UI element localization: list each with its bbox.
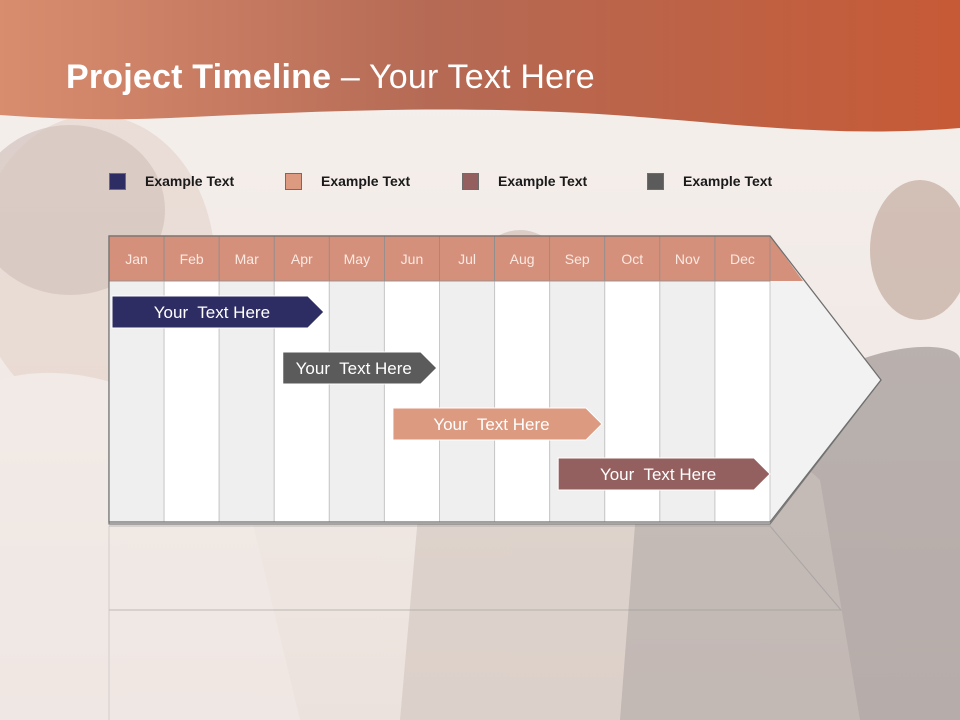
month-label: Jul — [458, 251, 476, 267]
month-label: Dec — [730, 251, 755, 267]
legend-item: Example Text — [109, 170, 234, 192]
task-bar — [557, 457, 771, 491]
month-header-cell — [218, 235, 275, 282]
timeline-outline — [108, 235, 882, 523]
month-header-cell — [384, 235, 440, 282]
legend-item: Example Text — [285, 170, 410, 192]
legend-label: Example Text — [145, 173, 235, 189]
month-header-cell — [328, 235, 385, 282]
header-band — [0, 0, 960, 132]
title-bold: Project Timeline — [66, 58, 332, 96]
task-bar — [111, 295, 325, 329]
month-header-cell — [659, 235, 716, 282]
legend-label: Example Text — [321, 173, 411, 189]
month-label: Feb — [180, 251, 204, 267]
month-label: Sep — [565, 251, 590, 267]
legend-swatch — [285, 172, 302, 190]
month-label: Apr — [291, 251, 313, 267]
month-column — [439, 280, 496, 523]
legend-label: Example Text — [683, 173, 773, 189]
month-header-cell — [549, 235, 606, 282]
month-header-cell — [273, 235, 330, 282]
month-header-cell — [714, 235, 771, 282]
legend-swatch — [462, 172, 479, 190]
task-bar — [392, 407, 603, 441]
month-column — [383, 280, 440, 523]
task-bar-label: Your Text Here — [154, 303, 270, 322]
month-header-cell — [494, 235, 551, 282]
legend-swatch — [109, 172, 126, 190]
month-label: Nov — [675, 251, 700, 267]
timeline-grid: Jan Feb Mar Apr May Jun Jul Aug Sep Oct Nov Dec — [108, 235, 882, 525]
month-header-cell — [604, 235, 661, 282]
month-label: May — [344, 251, 370, 267]
legend-item: Example Text — [647, 170, 772, 192]
month-label: Jan — [125, 251, 148, 267]
month-label: Aug — [510, 251, 535, 267]
month-label: Jun — [401, 251, 424, 267]
title-rest: – Your Text Here — [331, 58, 595, 96]
reflection-outline — [109, 525, 843, 611]
month-label: Oct — [621, 251, 643, 267]
legend-swatch — [647, 172, 664, 190]
legend-label: Example Text — [498, 173, 588, 189]
task-bar-label: Your Text Here — [433, 415, 549, 434]
task-bar-label: Your Text Here — [296, 359, 412, 378]
legend-item: Example Text — [462, 170, 587, 192]
month-label: Mar — [235, 251, 259, 267]
task-bar — [282, 351, 438, 385]
page-title: Project Timeline – Your Text Here — [66, 58, 595, 97]
month-column — [494, 280, 551, 523]
task-bar-label: Your Text Here — [600, 465, 716, 484]
timeline-reflection — [108, 525, 843, 720]
month-column — [328, 280, 385, 523]
